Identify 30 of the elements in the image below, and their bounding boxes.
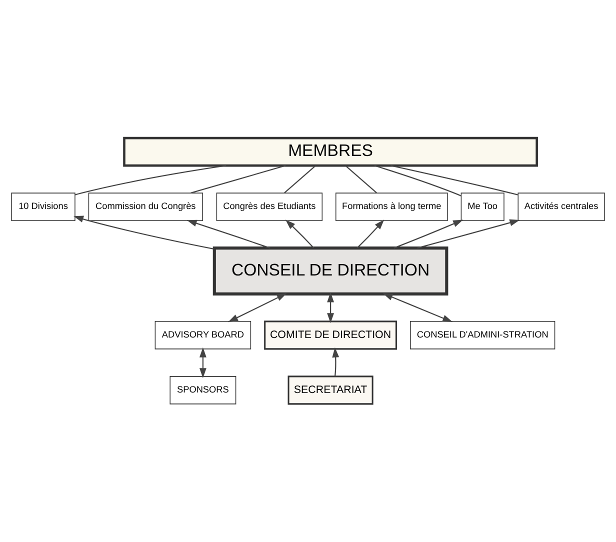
node-box: MEMBRES — [123, 136, 538, 167]
node-box: Me Too — [460, 192, 504, 221]
arrow — [332, 347, 340, 376]
node-box: Formations à long terme — [336, 192, 448, 221]
arrow — [382, 293, 453, 322]
arrow — [74, 216, 214, 250]
node-box: 10 Divisions — [11, 192, 76, 221]
arrow — [356, 220, 384, 248]
arrow — [285, 220, 314, 248]
connector — [345, 165, 378, 194]
node-box: CONSEIL DE DIRECTION — [212, 246, 448, 296]
connector — [390, 165, 518, 196]
arrow — [394, 220, 464, 249]
connector — [74, 165, 226, 196]
arrow — [186, 220, 270, 249]
arrow — [327, 292, 334, 324]
node-box: SPONSORS — [170, 376, 236, 404]
node-box: COMITE DE DIRECTION — [264, 320, 397, 350]
node-box: Activités centrales — [518, 192, 605, 221]
arrow — [228, 293, 287, 322]
node-box: Commission du Congrès — [88, 192, 203, 221]
connector — [284, 165, 316, 194]
node-box: Congrès des Etudiants — [216, 192, 323, 221]
connector — [374, 165, 462, 196]
node-box: ADVISORY BOARD — [154, 321, 252, 350]
node-box: SECRETARIAT — [288, 376, 374, 405]
arrow — [417, 219, 520, 249]
connector — [190, 165, 286, 194]
arrow — [199, 347, 206, 378]
node-box: CONSEIL D'ADMINI-STRATION — [410, 321, 556, 350]
